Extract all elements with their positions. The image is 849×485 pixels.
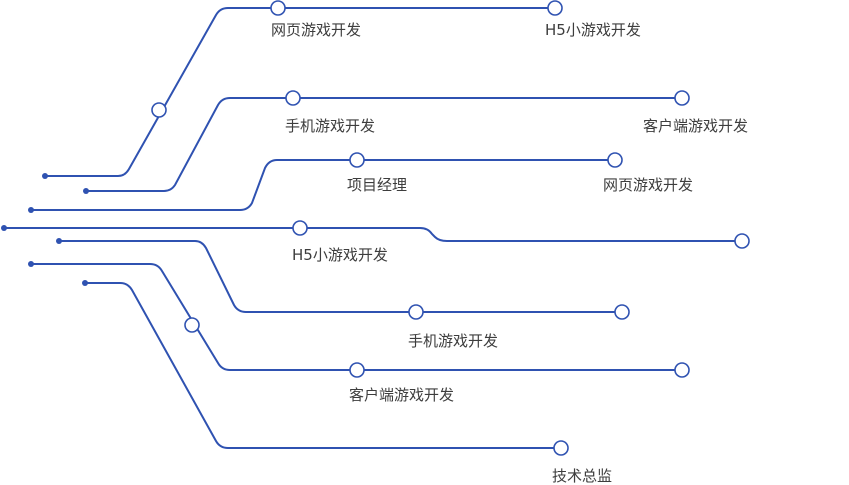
node-label: 网页游戏开发: [603, 176, 694, 194]
node: [349, 362, 365, 378]
path-line: [31, 159, 615, 211]
node-label: H5小游戏开发: [545, 21, 641, 39]
path-line: [4, 227, 742, 242]
node: [614, 304, 630, 320]
node: [674, 90, 690, 106]
node: [270, 0, 286, 16]
node: [184, 317, 200, 333]
start-dot: [56, 238, 62, 244]
node: [547, 0, 563, 16]
path-line: [86, 97, 682, 192]
node-label: 网页游戏开发: [271, 21, 362, 39]
node: [607, 152, 623, 168]
node: [674, 362, 690, 378]
start-dot: [1, 225, 7, 231]
start-dot: [83, 188, 89, 194]
node: [349, 152, 365, 168]
node: [734, 233, 750, 249]
node-label: 客户端游戏开发: [643, 117, 749, 135]
start-dot: [82, 280, 88, 286]
node: [151, 102, 167, 118]
node: [285, 90, 301, 106]
path-line: [31, 263, 682, 371]
node-label: 客户端游戏开发: [349, 386, 455, 404]
node-label: 技术总监: [552, 467, 613, 485]
node: [292, 220, 308, 236]
path-line: [59, 240, 622, 313]
node: [553, 440, 569, 456]
path-line: [45, 7, 555, 177]
node-label: 项目经理: [347, 176, 408, 194]
node-label: H5小游戏开发: [292, 246, 388, 264]
start-dot: [28, 261, 34, 267]
node-label: 手机游戏开发: [408, 332, 499, 350]
node-label: 手机游戏开发: [285, 117, 376, 135]
node: [408, 304, 424, 320]
path-line: [85, 282, 561, 449]
start-dot: [42, 173, 48, 179]
start-dot: [28, 207, 34, 213]
